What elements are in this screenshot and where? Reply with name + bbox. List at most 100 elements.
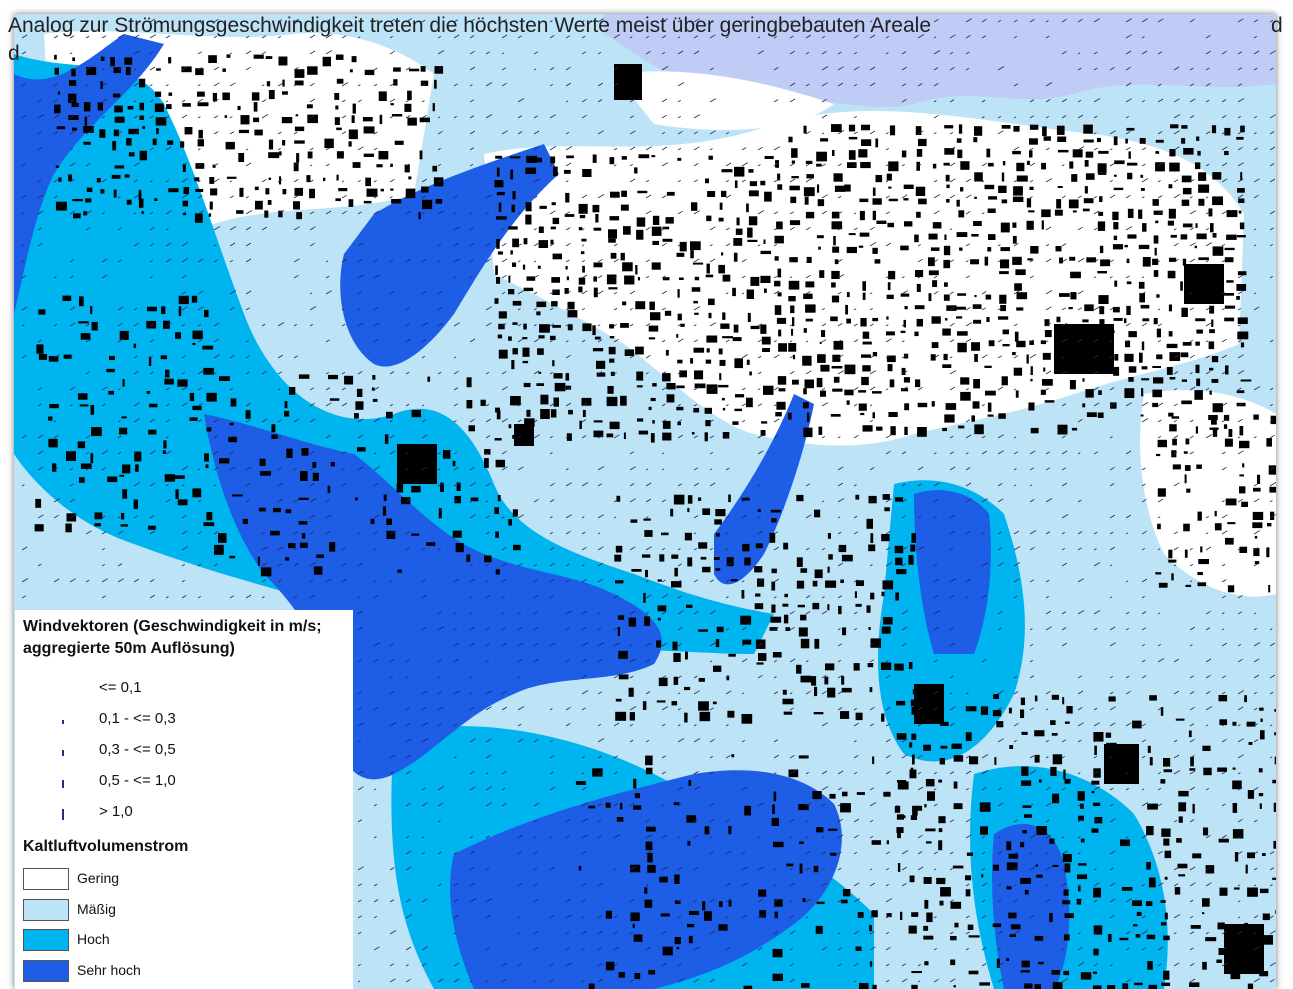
wind-vector: [1221, 500, 1225, 503]
wind-vector: [293, 226, 300, 231]
building: [1063, 934, 1070, 941]
building: [1212, 403, 1223, 413]
building: [419, 150, 423, 160]
building: [868, 627, 871, 630]
building: [592, 154, 597, 163]
wind-vector: [725, 467, 730, 471]
wind-vector: [1045, 306, 1052, 311]
wind-vector: [101, 531, 107, 535]
wind-vector: [645, 468, 649, 471]
building: [887, 364, 893, 372]
wind-vector: [773, 884, 777, 887]
building: [1029, 124, 1039, 130]
wind-vector: [405, 866, 412, 871]
wind-vector: [869, 66, 876, 71]
wind-vector: [1237, 594, 1243, 599]
building: [671, 581, 682, 588]
wind-vector: [1189, 18, 1195, 23]
wind-vector: [581, 690, 589, 695]
building: [1098, 211, 1104, 216]
building: [805, 304, 816, 313]
building: [1170, 234, 1177, 238]
wind-vector: [837, 674, 843, 679]
wind-vector: [613, 34, 621, 39]
wind-vector: [1013, 116, 1017, 119]
wind-vector: [133, 371, 139, 375]
building: [764, 156, 774, 159]
building: [615, 711, 627, 721]
building: [1198, 184, 1210, 193]
wind-vector: [517, 562, 523, 567]
building: [886, 913, 892, 918]
wind-vector: [853, 163, 858, 167]
wind-vector: [661, 675, 667, 679]
wind-vector: [725, 596, 729, 599]
building: [379, 114, 383, 125]
building: [918, 138, 927, 147]
building: [621, 156, 627, 160]
wind-vector: [725, 898, 732, 903]
wind-vector: [693, 819, 698, 823]
wind-vector: [549, 963, 554, 967]
wind-vector: [677, 579, 682, 583]
wind-vector: [693, 724, 697, 727]
building: [411, 410, 421, 418]
cold-air-map[interactable]: [14, 14, 1276, 989]
wind-vector: [597, 962, 603, 967]
building: [1188, 730, 1192, 738]
wind-vector: [245, 419, 250, 423]
wind-vector: [1253, 530, 1260, 535]
wind-vector: [725, 404, 729, 407]
building: [146, 320, 157, 329]
wind-vector: [901, 323, 906, 327]
wind-vector: [165, 84, 169, 87]
building: [679, 370, 687, 378]
wind-vector: [469, 18, 475, 23]
wind-vector: [1205, 67, 1210, 71]
wind-vector: [1237, 754, 1244, 759]
building: [820, 364, 830, 372]
building: [1142, 223, 1147, 232]
wind-vector: [933, 916, 937, 919]
building: [687, 507, 690, 513]
building: [932, 163, 937, 169]
wind-vector: [1237, 324, 1241, 327]
wind-vector: [405, 676, 409, 679]
wind-vector: [965, 883, 970, 887]
building: [644, 887, 648, 894]
building: [510, 169, 514, 180]
wind-vector: [501, 547, 507, 551]
building: [265, 188, 270, 195]
building: [813, 865, 819, 873]
wind-vector: [341, 578, 348, 583]
wind-vector: [293, 131, 298, 135]
wind-vector: [885, 707, 891, 711]
wind-vector: [821, 66, 829, 71]
wind-vector: [1173, 914, 1181, 919]
building: [816, 151, 827, 162]
wind-vector: [165, 258, 172, 263]
building: [673, 494, 685, 505]
building: [610, 252, 617, 259]
wind-vector: [469, 50, 475, 55]
wind-vector: [853, 323, 858, 327]
wind-vector: [1141, 530, 1147, 535]
building: [278, 210, 283, 218]
building: [972, 304, 982, 309]
building: [690, 250, 694, 259]
building: [348, 199, 354, 207]
building: [1012, 222, 1017, 228]
building: [91, 321, 98, 331]
building: [828, 828, 838, 831]
building: [792, 354, 796, 360]
wind-vector: [565, 659, 570, 663]
building: [932, 222, 942, 229]
building: [1062, 900, 1071, 905]
wind-vector: [741, 962, 748, 967]
wind-vector: [197, 116, 201, 119]
wind-vector: [613, 594, 619, 599]
building: [1246, 721, 1256, 727]
building: [657, 605, 667, 612]
wind-vector: [1253, 50, 1260, 55]
wind-vector: [309, 179, 314, 183]
